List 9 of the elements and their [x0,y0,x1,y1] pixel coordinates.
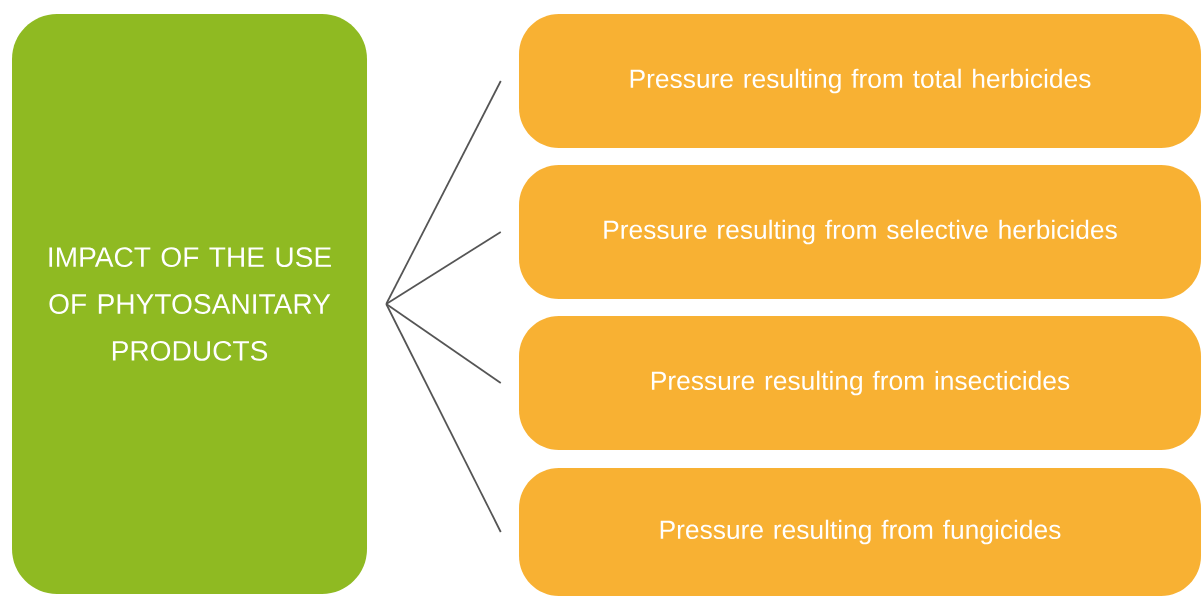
connector-line [385,303,502,533]
connector-line [385,231,502,305]
connector-line [385,303,502,384]
pressure-box: Pressure resulting from total herbicides [519,14,1201,148]
impact-box: IMPACT OF THE USE OF PHYTOSANITARY PRODUCTS [12,14,367,594]
pressure-box: Pressure resulting from fungicides [519,468,1201,596]
connector-line [385,80,502,305]
pressure-box: Pressure resulting from selective herbicides [519,165,1201,299]
pressure-box: Pressure resulting from insecticides [519,316,1201,450]
